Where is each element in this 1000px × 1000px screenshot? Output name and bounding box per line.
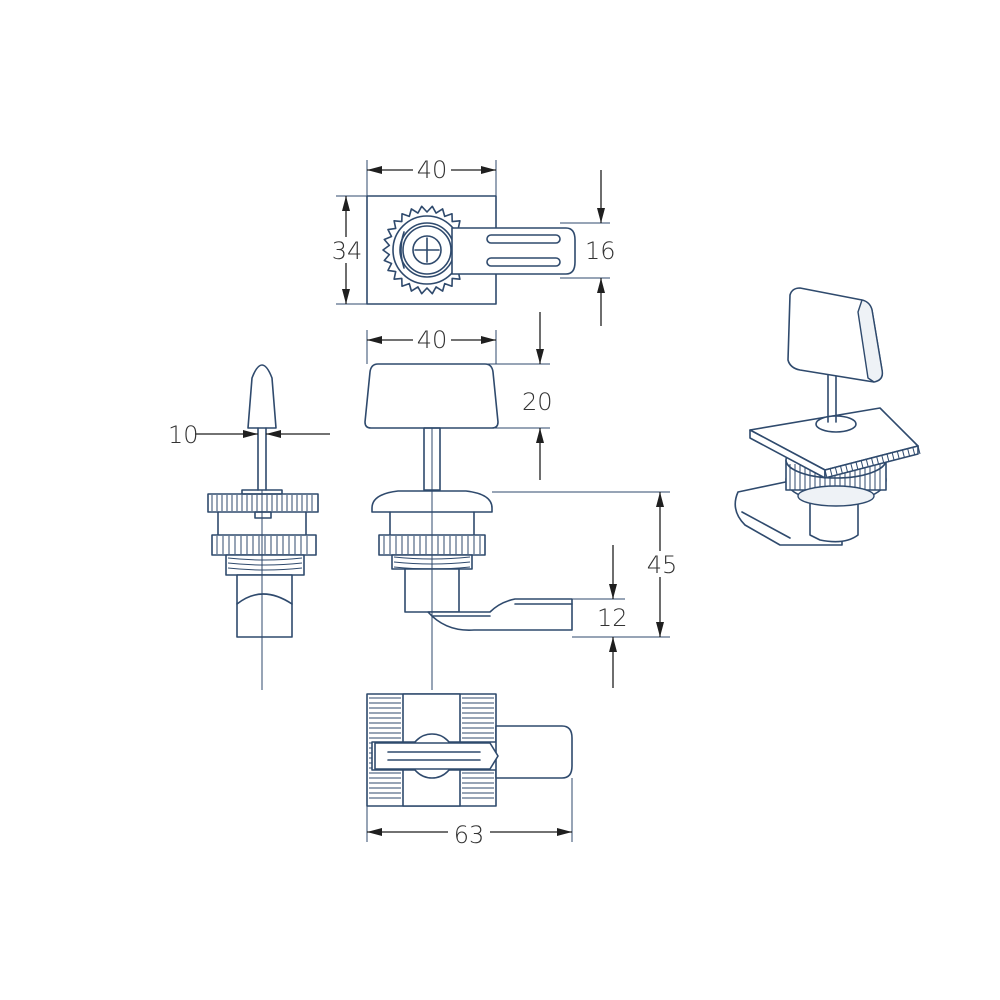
dim-shaft-width: 10 — [168, 421, 330, 449]
bottom-view — [366, 693, 573, 807]
dim-label-cap-width: 40 — [417, 326, 448, 354]
isometric-view — [734, 287, 921, 546]
dim-cam-length: 63 — [366, 778, 573, 849]
dim-label-handle-width: 16 — [585, 237, 616, 265]
dim-label-top-width: 40 — [417, 156, 448, 184]
dim-handle-width: 16 — [560, 170, 616, 326]
dim-top-width: 40 — [366, 156, 497, 196]
dim-cap-width: 40 — [366, 326, 497, 364]
dim-total-height: 45 — [492, 491, 682, 638]
dim-label-cam-thickness: 12 — [597, 604, 628, 632]
dim-label-cap-height: 20 — [522, 388, 553, 416]
dim-label-shaft-width: 10 — [168, 421, 199, 449]
dim-label-cam-length: 63 — [454, 821, 485, 849]
dim-label-top-height: 34 — [332, 237, 363, 265]
dim-label-total-height: 45 — [647, 551, 678, 579]
dim-top-height: 34 — [328, 195, 367, 305]
dim-cam-thickness: 12 — [572, 545, 628, 688]
side-view — [207, 364, 319, 638]
top-view — [366, 195, 576, 305]
dim-cap-height: 20 — [480, 312, 553, 480]
